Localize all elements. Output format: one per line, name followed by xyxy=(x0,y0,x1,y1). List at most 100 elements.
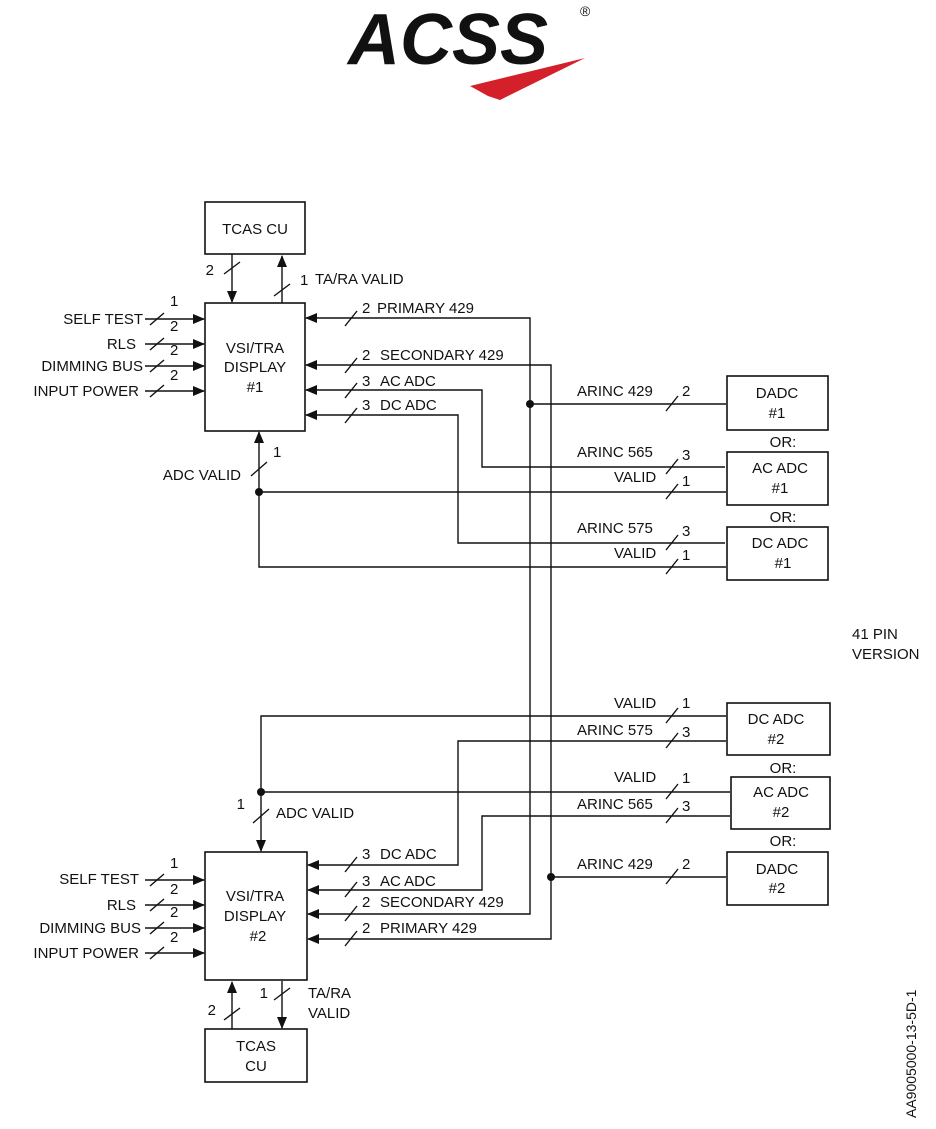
adc-valid-2-wire xyxy=(256,715,726,852)
bus-slash xyxy=(149,898,165,912)
dc-adc-2-count: 3 xyxy=(362,846,370,863)
ac-adc-2-label: AC ADC xyxy=(380,873,436,890)
tcas-bus-count-1: 2 xyxy=(206,262,214,279)
logo-text: ACSS xyxy=(346,0,548,80)
rls-2-count: 2 xyxy=(170,881,178,898)
dc-adc-1-line-2: #1 xyxy=(775,555,792,572)
bus-slash xyxy=(665,395,679,412)
adc-valid-1-label: ADC VALID xyxy=(163,467,241,484)
bus-slash xyxy=(149,873,165,887)
self-test-1-count: 1 xyxy=(170,293,178,310)
secondary-429-1-count: 2 xyxy=(362,347,370,364)
bus-slash xyxy=(665,783,679,800)
rls-1-label: RLS xyxy=(107,336,136,353)
input-power-2-count: 2 xyxy=(170,929,178,946)
bus-slash xyxy=(665,732,679,749)
secondary-429-1-wire xyxy=(305,360,552,877)
bus-slash xyxy=(149,384,165,398)
ac-adc-2-line-2: #2 xyxy=(773,804,790,821)
tcas-bus-count-2: 2 xyxy=(208,1002,216,1019)
primary-429-2-label: PRIMARY 429 xyxy=(380,920,477,937)
dadc-1-box xyxy=(726,375,829,431)
arinc-565-2-label: ARINC 565 xyxy=(577,796,653,813)
logo-swoosh-icon xyxy=(470,58,585,100)
bus-slash xyxy=(344,357,358,374)
ac-adc-1-count: 3 xyxy=(362,373,370,390)
display-2-inputs: SELF TEST 1 RLS 2 DIMMING BUS 2 INPUT PO… xyxy=(33,855,205,962)
dc-adc-2-label: DC ADC xyxy=(380,846,437,863)
bus-slash xyxy=(149,946,165,960)
dadc-2-line-1: DADC xyxy=(756,861,799,878)
bus-slash xyxy=(250,461,268,477)
vsi-tra-display-1-box xyxy=(204,302,306,432)
display-2-line-3: #2 xyxy=(250,928,267,945)
ac-adc-2-box xyxy=(730,776,831,830)
ac-adc-valid-2-count: 1 xyxy=(682,770,690,787)
arinc-575-1-label: ARINC 575 xyxy=(577,520,653,537)
dc-adc-valid-1-label: VALID xyxy=(614,545,656,562)
secondary-429-1-label: SECONDARY 429 xyxy=(380,347,504,364)
or-label-3: OR: xyxy=(770,760,797,777)
acss-logo: ACSS ® xyxy=(346,0,591,100)
rls-2-label: RLS xyxy=(107,897,136,914)
bus-slash xyxy=(344,930,358,947)
ac-adc-1-line-2: #1 xyxy=(772,480,789,497)
bus-slash xyxy=(252,808,270,824)
arinc-429-1-count: 2 xyxy=(682,383,690,400)
adc-valid-1-wire xyxy=(254,431,726,568)
arinc-575-2-label: ARINC 575 xyxy=(577,722,653,739)
bus-slash xyxy=(665,868,679,885)
input-power-1-count: 2 xyxy=(170,367,178,384)
bus-slash xyxy=(223,1007,241,1021)
secondary-429-2-count: 2 xyxy=(362,894,370,911)
tcas-cu-2-box xyxy=(204,1028,308,1083)
ac-adc-1-line-1: AC ADC xyxy=(752,460,808,477)
bus-slash xyxy=(149,312,165,326)
input-power-2-label: INPUT POWER xyxy=(33,945,139,962)
ac-adc-valid-1-count: 1 xyxy=(682,473,690,490)
secondary-429-2-wire xyxy=(307,404,531,919)
dc-adc-valid-2-count: 1 xyxy=(682,695,690,712)
dc-adc-valid-1-count: 1 xyxy=(682,547,690,564)
dimming-bus-1-count: 2 xyxy=(170,342,178,359)
bus-slash xyxy=(665,458,679,475)
dc-adc-1-box xyxy=(726,526,829,581)
junction-dot xyxy=(255,488,263,496)
bus-slash xyxy=(149,921,165,935)
display-1-line-3: #1 xyxy=(247,379,264,396)
ac-adc-valid-2-label: VALID xyxy=(614,769,656,786)
arinc-565-1-count: 3 xyxy=(682,447,690,464)
or-label-4: OR: xyxy=(770,833,797,850)
self-test-2-label: SELF TEST xyxy=(59,871,139,888)
ta-ra-label-2: TA/RA xyxy=(308,985,351,1002)
ac-adc-1-box xyxy=(726,451,829,506)
junction-dot xyxy=(257,788,265,796)
dc-adc-valid-2-label: VALID xyxy=(614,695,656,712)
or-label-1: OR: xyxy=(770,434,797,451)
arinc-565-2-count: 3 xyxy=(682,798,690,815)
dadc-2-line-2: #2 xyxy=(769,880,786,897)
primary-429-1-label: PRIMARY 429 xyxy=(377,300,474,317)
bus-slash xyxy=(344,310,358,327)
dadc-1-line-2: #1 xyxy=(769,405,786,422)
bus-slash xyxy=(665,707,679,724)
dimming-bus-1-label: DIMMING BUS xyxy=(41,358,143,375)
ac-adc-valid-1-label: VALID xyxy=(614,469,656,486)
secondary-429-2-label: SECONDARY 429 xyxy=(380,894,504,911)
figure-id: AA9005000-13-5D-1 xyxy=(903,989,919,1118)
tcas-cu-2-line-2: CU xyxy=(245,1058,267,1075)
arinc-429-2-label: ARINC 429 xyxy=(577,856,653,873)
ta-ra-valid-count-2: 1 xyxy=(260,985,268,1002)
input-power-1-label: INPUT POWER xyxy=(33,383,139,400)
adc-valid-1-count: 1 xyxy=(273,444,281,461)
dc-adc-1-wire xyxy=(305,410,725,544)
display-1-inputs: SELF TEST 1 RLS 2 DIMMING BUS 2 INPUT PO… xyxy=(33,293,205,400)
primary-429-1-wire xyxy=(305,313,531,404)
dc-adc-2-wire xyxy=(307,740,726,870)
dimming-bus-2-count: 2 xyxy=(170,904,178,921)
arinc-565-1-label: ARINC 565 xyxy=(577,444,653,461)
bus-slash xyxy=(665,483,679,500)
tcas-cu-2-line-1: TCAS xyxy=(236,1038,276,1055)
adc-valid-2-count: 1 xyxy=(237,796,245,813)
